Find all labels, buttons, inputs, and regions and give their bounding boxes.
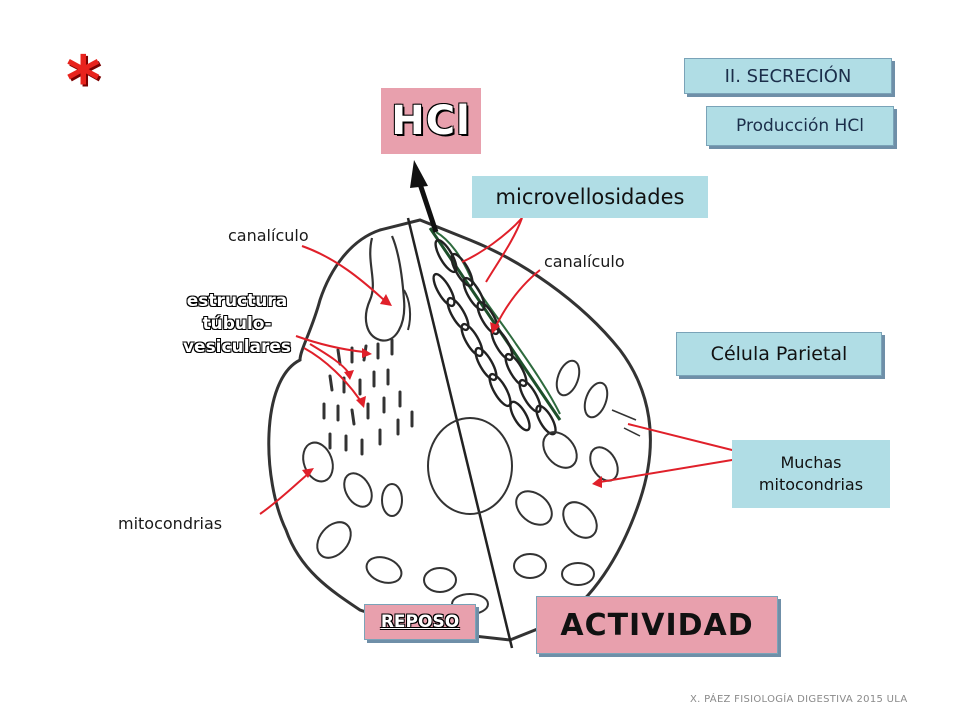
cell-outline — [267, 218, 652, 642]
tubulovesicles — [322, 338, 414, 456]
reposo-state-label: REPOSO — [364, 604, 476, 640]
mitocondrias-label: mitocondrias — [118, 514, 223, 533]
pointer-arrows — [259, 217, 757, 515]
microvellosidades-label: microvellosidades — [472, 176, 708, 218]
muchas-line-1: Muchas — [780, 453, 842, 473]
hcl-secretion-arrow — [410, 160, 439, 233]
canaliculo-left-label: canalículo — [228, 226, 309, 245]
estructura-line-1: estructura — [186, 291, 288, 311]
estructura-tubulovesiculares-label: estructura túbulo- vesiculares — [162, 290, 312, 359]
asterisk-mark: * — [66, 42, 101, 119]
muchas-mitocondrias-box: Muchas mitocondrias — [732, 440, 890, 508]
actividad-state-label: ACTIVIDAD — [536, 596, 778, 654]
divider-line — [406, 217, 514, 649]
hcl-label: HCl — [381, 88, 481, 154]
canaliculo-right-label: canalículo — [544, 252, 625, 271]
estructura-line-2: túbulo- — [202, 313, 272, 334]
resting-canaliculus — [364, 235, 406, 342]
microvilli-folds — [432, 238, 557, 436]
muchas-line-2: mitocondrias — [758, 475, 864, 494]
mitochondria-right — [513, 359, 619, 586]
footer-credit: X. PÁEZ FISIOLOGÍA DIGESTIVA 2015 ULA — [690, 694, 908, 705]
celula-parietal-label: Célula Parietal — [676, 332, 882, 376]
subsection-title: Producción HCl — [706, 106, 894, 146]
section-title: II. SECRECIÓN — [684, 58, 892, 94]
estructura-line-3: vesiculares — [182, 336, 292, 357]
nucleus — [427, 417, 513, 515]
